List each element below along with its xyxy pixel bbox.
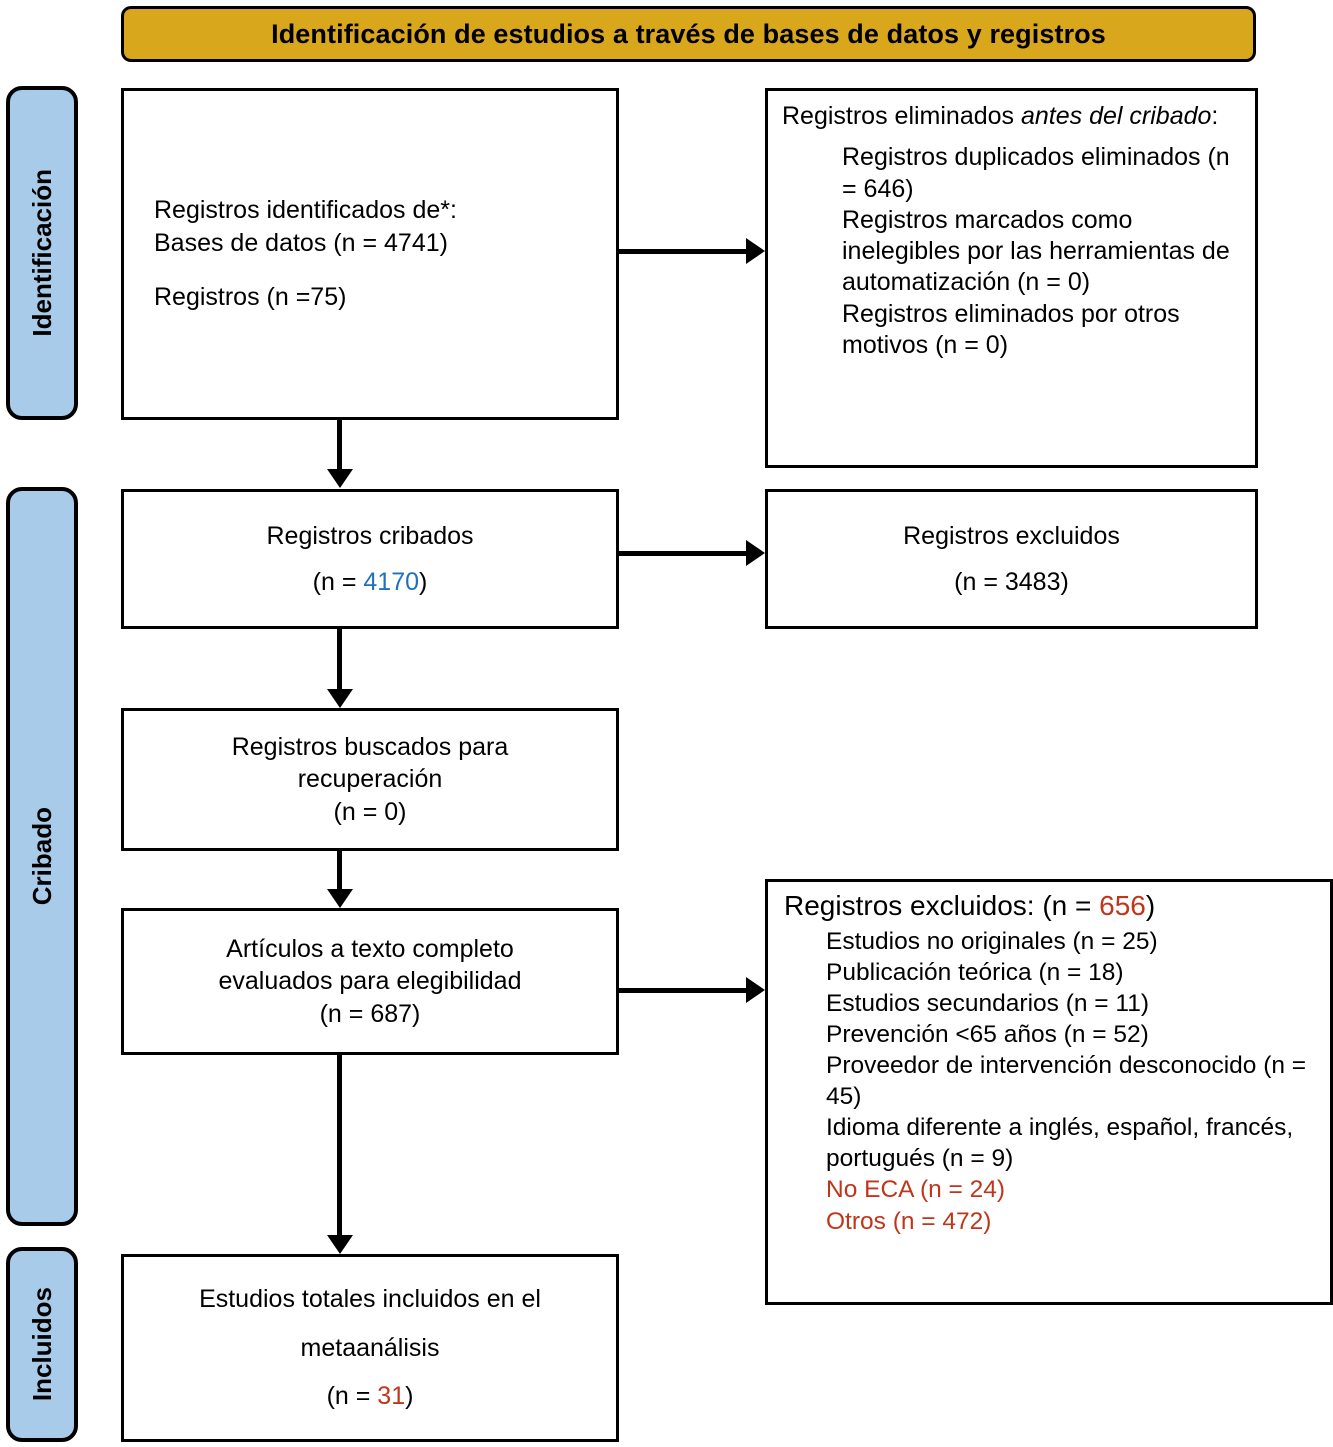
sought-line1: Registros buscados para <box>231 732 509 761</box>
connector-identified-to-removed <box>619 249 746 254</box>
removed-item: Registros eliminados por otros motivos (… <box>842 299 1180 359</box>
connector-screened-to-excluded <box>619 551 746 556</box>
excluded-reason-item: Publicación teórica (n = 18) <box>826 958 1124 986</box>
box-records-sought-for-retrieval: Registros buscados para recuperación (n … <box>121 708 619 851</box>
records-excluded-label: Registros excluidos <box>903 521 1120 550</box>
arrowhead-screened-to-sought <box>327 689 353 708</box>
removed-heading-suffix: : <box>1211 102 1219 130</box>
stage-label-cribado: Cribado <box>6 487 78 1226</box>
box-records-excluded: Registros excluidos (n = 3483) <box>765 489 1258 629</box>
records-screened-count: (n = 4170) <box>138 566 602 599</box>
connector-assessed-to-included <box>337 1055 342 1235</box>
excluded-reason-item: Estudios secundarios (n = 11) <box>826 989 1149 1017</box>
included-count-value: 31 <box>377 1382 406 1411</box>
excluded-reasons-total: 656 <box>1099 890 1146 921</box>
excluded-reason-item: Proveedor de intervención desconocido (n… <box>826 1051 1307 1111</box>
stage-label-cribado-text: Cribado <box>26 807 57 906</box>
stage-label-identificacion: Identificación <box>6 86 78 420</box>
records-screened-label: Registros cribados <box>266 521 474 550</box>
connector-sought-to-assessed <box>337 851 342 889</box>
diagram-title-text: Identificación de estudios a través de b… <box>271 18 1106 49</box>
assessed-line1: Artículos a texto completo <box>226 934 514 963</box>
excluded-reason-item: No ECA (n = 24) <box>826 1176 1006 1204</box>
connector-identified-to-screened <box>337 420 342 469</box>
records-screened-count-value: 4170 <box>363 568 420 596</box>
included-count-suffix: ) <box>405 1382 414 1411</box>
records-identified-line1: Registros identificados de*: <box>154 196 457 225</box>
excluded-reason-item: Idioma diferente a inglés, español, fran… <box>826 1114 1294 1173</box>
removed-item: Registros duplicados eliminados (n = 646… <box>842 143 1230 203</box>
box-records-screened: Registros cribados (n = 4170) <box>121 489 619 629</box>
box-records-removed-before-screening: Registros eliminados antes del cribado: … <box>765 88 1258 468</box>
included-count: (n = 31) <box>138 1380 602 1413</box>
removed-heading-prefix: Registros eliminados <box>782 102 1021 130</box>
removed-item: Registros marcados como inelegibles por … <box>842 205 1230 297</box>
sought-count: (n = 0) <box>333 797 407 826</box>
box-fulltext-assessed-eligibility: Artículos a texto completo evaluados par… <box>121 908 619 1055</box>
excluded-reasons-heading: Registros excluidos: (n = 656) <box>784 888 1320 924</box>
stage-label-incluidos-text: Incluidos <box>26 1287 57 1402</box>
records-identified-line2: Bases de datos (n = 4741) <box>154 228 448 257</box>
arrowhead-screened-to-excluded <box>746 540 765 566</box>
records-screened-count-suffix: ) <box>419 568 428 596</box>
included-count-prefix: (n = <box>326 1382 378 1411</box>
arrowhead-identified-to-removed <box>746 238 765 264</box>
assessed-line2: evaluados para elegibilidad <box>218 967 522 996</box>
box-records-identified: Registros identificados de*: Bases de da… <box>121 88 619 420</box>
arrowhead-sought-to-assessed <box>327 889 353 908</box>
excluded-reason-item: Otros (n = 472) <box>826 1207 992 1235</box>
arrowhead-identified-to-screened <box>327 469 353 488</box>
arrowhead-assessed-to-excluded-reasons <box>746 977 765 1003</box>
diagram-title-banner: Identificación de estudios a través de b… <box>121 6 1256 62</box>
connector-assessed-to-excluded-reasons <box>619 988 746 993</box>
excluded-reasons-heading-suffix: ) <box>1145 890 1156 921</box>
excluded-reason-item: Estudios no originales (n = 25) <box>826 927 1158 955</box>
box-records-excluded-reasons: Registros excluidos: (n = 656) Estudios … <box>765 879 1333 1305</box>
records-screened-count-prefix: (n = <box>312 568 364 596</box>
arrowhead-assessed-to-included <box>327 1235 353 1254</box>
stage-label-incluidos: Incluidos <box>6 1247 78 1442</box>
included-line2: metaanálisis <box>300 1333 440 1362</box>
sought-line2: recuperación <box>297 765 443 794</box>
excluded-reasons-heading-prefix: Registros excluidos: (n = <box>784 890 1100 921</box>
assessed-count: (n = 687) <box>319 999 421 1028</box>
removed-heading-italic: antes del cribado <box>1021 102 1212 130</box>
excluded-reason-item: Prevención <65 años (n = 52) <box>826 1020 1149 1048</box>
records-identified-line3: Registros (n =75) <box>154 283 347 312</box>
box-total-studies-included: Estudios totales incluidos en el metaaná… <box>121 1254 619 1442</box>
connector-screened-to-sought <box>337 629 342 689</box>
removed-heading: Registros eliminados antes del cribado: <box>782 101 1243 132</box>
records-excluded-count: (n = 3483) <box>954 568 1069 596</box>
included-line1: Estudios totales incluidos en el <box>199 1285 541 1314</box>
stage-label-identificacion-text: Identificación <box>26 169 57 337</box>
